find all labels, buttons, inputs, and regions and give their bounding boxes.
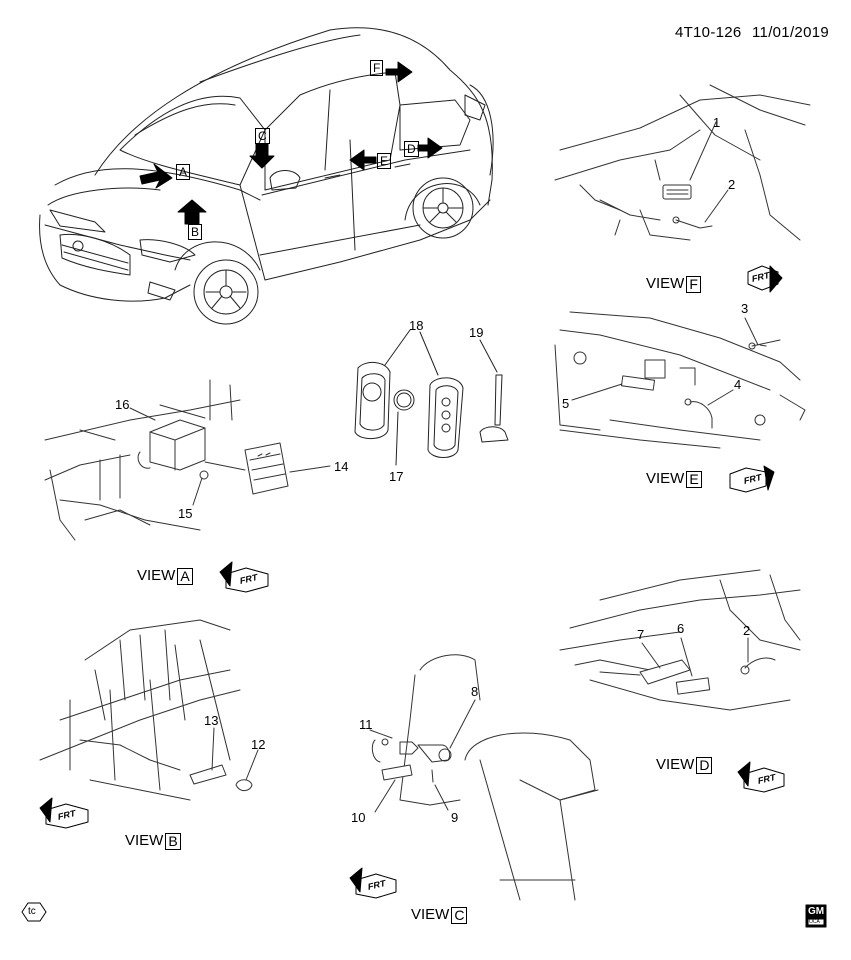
callout-2-view-f: 2 [728,177,736,192]
arrow-f-icon [385,61,413,83]
diagram-header: 4T10-126 11/01/2019 [675,24,829,41]
view-a-artwork [44,379,331,541]
callout-13: 13 [204,713,219,728]
callout-9: 9 [451,810,459,825]
gm-logo-text: GM [808,906,825,917]
view-b-prefix: VIEW [125,832,164,849]
frt-f-icon [747,265,783,293]
diagram-date: 11/01/2019 [752,24,829,41]
view-e-letter: E [686,470,702,488]
callout-8: 8 [471,684,479,699]
frt-markers [39,265,785,899]
view-arrows [139,61,443,225]
view-f-prefix: VIEW [646,275,685,292]
arrow-label-a: A [176,164,191,180]
arrow-a-icon [139,163,173,189]
view-d-prefix: VIEW [656,756,695,773]
frt-e-icon [729,465,775,493]
callout-11: 11 [359,717,373,732]
arrow-label-b: B [188,224,203,240]
view-a-prefix: VIEW [137,567,176,584]
gm-logo-subtext: OCA [809,919,820,925]
callout-1: 1 [713,115,721,130]
arrow-label-c: C [255,128,270,144]
arrow-label-e: E [377,153,392,169]
vehicle-illustration [39,27,494,325]
view-a-letter: A [177,567,193,585]
callout-15: 15 [178,506,193,521]
callout-18: 18 [409,318,424,333]
callout-3: 3 [741,301,749,316]
view-c-artwork [369,654,599,901]
callout-16: 16 [115,397,130,412]
callout-12: 12 [251,737,266,752]
callout-7: 7 [637,627,645,642]
view-f-artwork [554,84,811,241]
frt-c-icon [349,867,397,899]
arrow-label-f: F [370,60,384,76]
key-fob-artwork [354,329,509,466]
view-f-letter: F [686,275,701,293]
frt-d-icon [737,761,785,793]
view-d-artwork [559,569,801,711]
diagram-code: 4T10-126 [674,24,742,41]
view-d-letter: D [696,756,713,774]
callout-14: 14 [334,459,349,474]
frt-b-icon [39,797,89,829]
view-c-letter: C [451,906,468,924]
view-b-letter: B [165,832,181,850]
view-e-artwork [554,311,806,449]
callout-10: 10 [351,810,366,825]
callout-4: 4 [734,377,742,392]
frt-a-icon [219,561,269,593]
callout-17: 17 [389,469,404,484]
tc-label: tc [28,906,36,917]
callout-6: 6 [677,621,685,636]
arrow-b-icon [177,199,207,225]
callout-2-view-d: 2 [743,623,751,638]
view-b-artwork [39,619,259,801]
view-e-prefix: VIEW [646,470,685,487]
footer-icons [21,902,827,928]
callout-19: 19 [469,325,484,340]
view-c-prefix: VIEW [411,906,450,923]
tc-badge-icon [21,902,47,922]
arrow-label-d: D [404,141,419,157]
callout-5: 5 [562,396,570,411]
arrow-c-icon [249,143,275,169]
arrow-e-icon [349,149,377,171]
